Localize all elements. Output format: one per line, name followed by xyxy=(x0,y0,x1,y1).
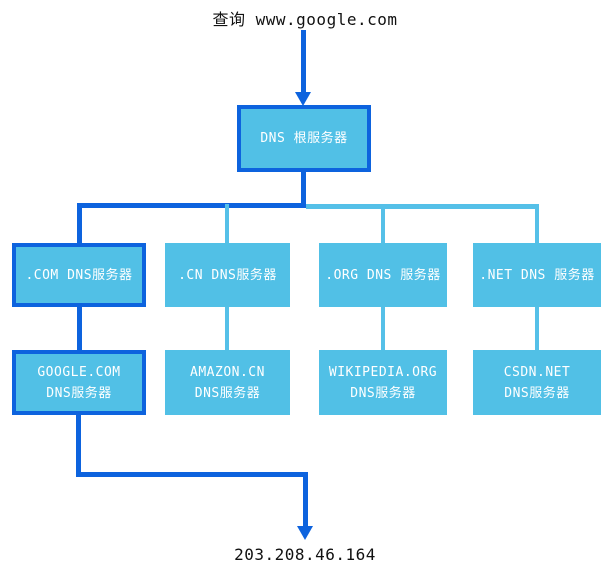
node-label-line1: AMAZON.CN xyxy=(190,364,265,380)
connector-root-to-net xyxy=(535,204,539,243)
node-label: DNS 根服务器 xyxy=(260,131,348,146)
node-label-line2: DNS服务器 xyxy=(194,385,261,401)
arrow-down-icon xyxy=(295,92,311,106)
node-com-dns-server: .COM DNS服务器 xyxy=(12,243,146,307)
connector-bus xyxy=(306,204,539,209)
connector-bus-highlighted xyxy=(77,203,306,208)
node-label-line1: WIKIPEDIA.ORG xyxy=(328,364,438,380)
node-label-line2: DNS服务器 xyxy=(46,385,112,401)
result-ip-label: 203.208.46.164 xyxy=(234,545,376,564)
node-label: .ORG DNS 服务器 xyxy=(325,267,441,283)
node-cn-dns-server: .CN DNS服务器 xyxy=(165,243,290,307)
node-label-line2: DNS服务器 xyxy=(350,385,416,401)
connector-google-down xyxy=(76,415,81,477)
node-dns-root-server: DNS 根服务器 xyxy=(237,105,371,172)
node-label-line1: CSDN.NET xyxy=(503,364,571,380)
node-org-dns-server: .ORG DNS 服务器 xyxy=(319,243,447,307)
arrow-down-icon xyxy=(297,526,313,540)
connector-result-horizontal xyxy=(76,472,308,477)
connector-net-to-csdn xyxy=(535,307,539,350)
connector-result-down xyxy=(303,472,308,526)
node-net-dns-server: .NET DNS 服务器 xyxy=(473,243,601,307)
node-label-line2: DNS服务器 xyxy=(504,385,570,401)
connector-cn-to-amazon xyxy=(225,307,229,350)
connector-com-to-google xyxy=(77,307,82,350)
node-label: .NET DNS 服务器 xyxy=(479,267,595,283)
connector-root-stem xyxy=(301,172,306,205)
connector-root-to-org xyxy=(381,204,385,243)
query-label: 查询 www.google.com xyxy=(212,10,398,29)
node-label: .CN DNS服务器 xyxy=(178,267,277,283)
connector-root-to-com xyxy=(77,203,82,243)
node-wikipedia-org-dns-server: WIKIPEDIA.ORG DNS服务器 xyxy=(319,350,447,415)
connector-query-to-root xyxy=(301,30,306,92)
node-google-com-dns-server: GOOGLE.COM DNS服务器 xyxy=(12,350,146,415)
node-csdn-net-dns-server: CSDN.NET DNS服务器 xyxy=(473,350,601,415)
node-label-line1: GOOGLE.COM xyxy=(37,364,121,380)
connector-root-to-cn xyxy=(225,204,229,243)
node-amazon-cn-dns-server: AMAZON.CN DNS服务器 xyxy=(165,350,290,415)
connector-org-to-wikipedia xyxy=(381,307,385,350)
node-label: .COM DNS服务器 xyxy=(25,267,133,283)
